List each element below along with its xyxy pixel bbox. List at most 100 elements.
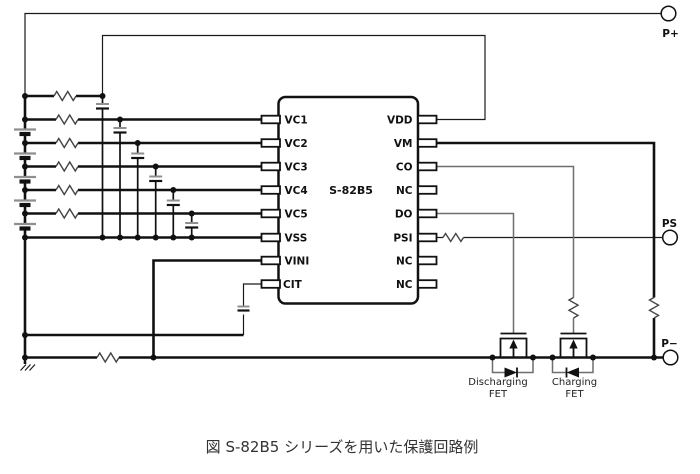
ps-terminal-icon <box>661 229 679 246</box>
junction-dot <box>549 354 556 361</box>
vc1-resistor-icon <box>55 113 79 126</box>
junction-dot <box>651 354 657 361</box>
junction-dot <box>22 234 28 241</box>
battery-cell-icon <box>14 222 36 231</box>
thick-wires <box>23 94 663 364</box>
pin-vini <box>260 255 281 266</box>
fet-labels: Discharging FET Charging FET <box>468 377 597 400</box>
fet-body <box>499 337 528 358</box>
junction-dot <box>134 140 141 146</box>
charging-fet-label2: FET <box>565 389 584 400</box>
junction-dot <box>170 187 177 193</box>
pin-nc1 <box>417 185 438 195</box>
junction-dot <box>22 140 28 146</box>
pin-vc4 <box>260 185 281 195</box>
vc2-resistor-icon <box>55 137 79 149</box>
fet-arrow-head <box>509 339 518 349</box>
pin-co <box>417 161 438 172</box>
cit-wire <box>242 283 262 335</box>
battery-cell-icon <box>14 175 36 184</box>
pin-vc1 <box>260 114 281 125</box>
junction-dot <box>134 234 141 241</box>
junction-dot <box>489 354 496 361</box>
capacitor-icon <box>149 175 163 183</box>
pin-vc5 <box>260 208 281 219</box>
discharging-fet-label: Discharging <box>468 377 527 388</box>
pin-label-vini: VINI <box>285 255 310 267</box>
gate-wires <box>437 165 575 334</box>
pin-nc3 <box>417 279 438 289</box>
p-plus-terminal-icon <box>660 5 677 22</box>
capacitor-icon <box>113 127 127 134</box>
capacitor-icon <box>96 103 109 110</box>
pin-vdd <box>417 114 438 125</box>
junction-dot <box>22 332 28 338</box>
junction-dot <box>22 163 28 170</box>
vc3-resistor-icon <box>55 160 79 173</box>
vm-resistor-icon <box>648 296 660 319</box>
pin-do <box>417 208 438 219</box>
charging-fet-label: Charging <box>552 377 597 388</box>
junction-dot <box>22 187 28 193</box>
junction-dot <box>590 354 596 361</box>
pin-nc2 <box>417 255 438 266</box>
cit-capacitor-icon <box>237 305 250 312</box>
vm-wire <box>437 141 656 358</box>
terminal-ps: PS <box>661 218 679 246</box>
junction-dot <box>22 93 28 99</box>
vc5-resistor-icon <box>55 207 79 220</box>
pin-label-vc3: VC3 <box>285 161 308 173</box>
resistor-icons <box>53 90 660 364</box>
ic-s82b5: VC1 VC2 VC3 VC4 VC5 VSS VINI CIT VDD VM … <box>260 95 438 305</box>
pin-label-vm: VM <box>394 138 413 150</box>
body-diode-icon <box>566 367 579 378</box>
body-diode-icon <box>504 367 517 378</box>
pin-label-cit: CIT <box>283 279 303 291</box>
pin-label-nc1: NC <box>396 185 413 197</box>
vini-wire <box>152 259 262 358</box>
charging-fet <box>551 332 594 378</box>
thin-wires <box>24 12 663 335</box>
discharging-fet <box>491 332 534 378</box>
junction-dot <box>530 354 536 361</box>
discharging-fet-label2: FET <box>489 389 508 400</box>
pin-vc3 <box>260 161 281 172</box>
pin-label-vdd: VDD <box>387 114 413 126</box>
pin-vm <box>417 138 438 148</box>
capacitor-icon <box>185 222 199 229</box>
p-minus-terminal-icon <box>662 349 679 366</box>
battery-cell-icon <box>14 152 36 161</box>
capacitor-icons <box>96 103 250 312</box>
pin-label-do: DO <box>395 208 413 220</box>
fet-body <box>559 337 588 358</box>
psi-resistor-icon <box>442 232 465 243</box>
battery-cell-icons <box>14 128 36 231</box>
junction-dot <box>188 234 195 241</box>
pin-label-co: CO <box>396 161 413 173</box>
junction-dot <box>152 234 159 241</box>
body-diode-loop <box>491 357 534 374</box>
do-wire <box>437 212 515 334</box>
pin-label-nc3: NC <box>396 279 413 291</box>
sense-resistor-icon <box>96 351 120 364</box>
junction-dot <box>22 116 28 123</box>
pin-label-vss: VSS <box>285 232 308 244</box>
battery-cell-icon <box>14 128 36 137</box>
junction-dot <box>99 93 106 99</box>
fet-arrow-head <box>569 339 578 349</box>
vdd-resistor-icon <box>53 90 77 102</box>
junction-dot <box>22 354 28 361</box>
battery-cell-icon <box>14 199 36 208</box>
junction-dot <box>117 116 123 123</box>
pin-label-nc2: NC <box>396 255 413 267</box>
junction-dot <box>170 234 177 241</box>
pin-cit <box>260 279 281 289</box>
capacitor-icon <box>131 152 145 160</box>
ps-label: PS <box>662 218 677 230</box>
pin-psi <box>417 232 438 243</box>
p-plus-label: P+ <box>662 28 679 40</box>
capacitor-icon <box>166 199 180 207</box>
vdd-wire <box>101 34 486 121</box>
p-minus-label: P− <box>661 338 678 350</box>
